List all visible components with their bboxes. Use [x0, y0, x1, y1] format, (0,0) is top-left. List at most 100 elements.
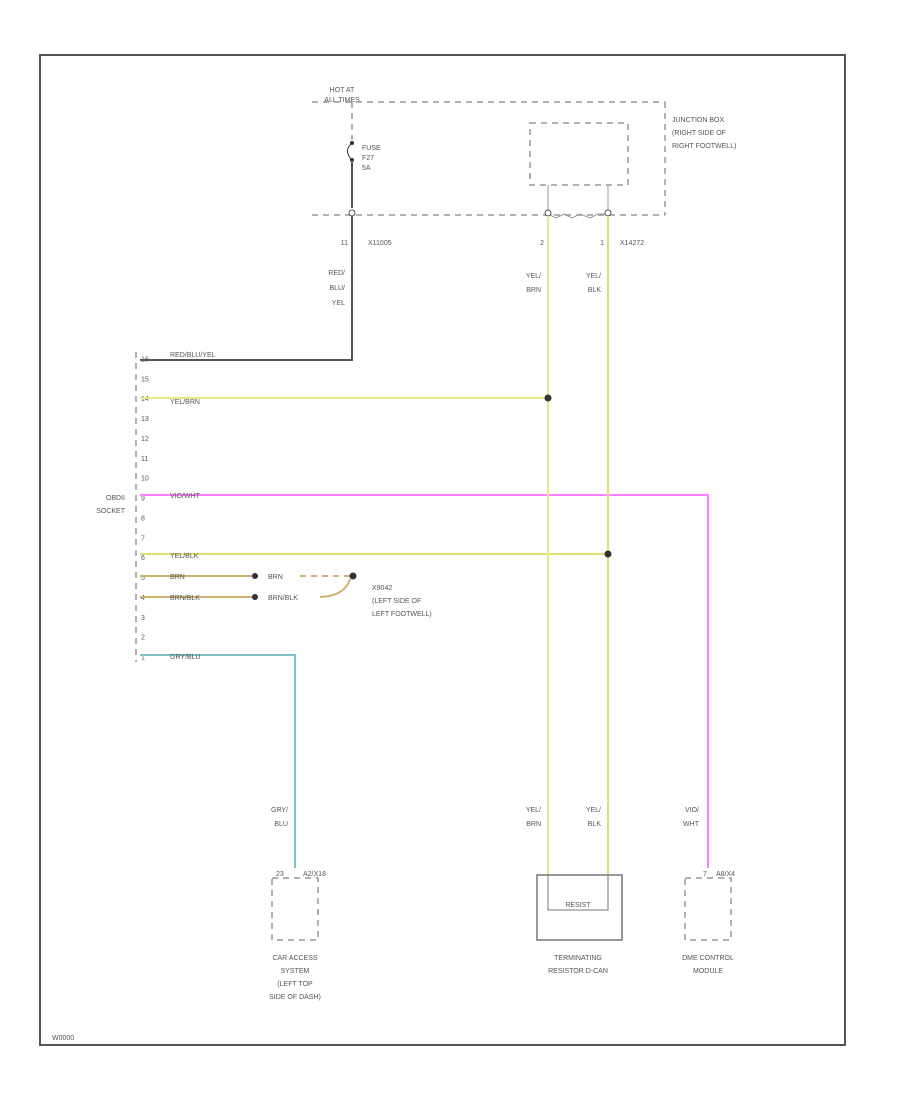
yel-brn-upper-label-1: YEL/ [526, 273, 541, 280]
junction-bridge [547, 213, 608, 219]
fuse-rating: 5A [362, 165, 371, 172]
power-feed: HOT AT ALL TIMES FUSE F27 5A [312, 87, 665, 208]
ground-brn-blk-splice [252, 594, 258, 600]
junction-box-location-1: (RIGHT SIDE OF [672, 130, 726, 137]
splice-yel-brn [544, 394, 552, 402]
ground-brn-label: BRN [268, 574, 283, 581]
yel-blk-lower-label-2: BLK [588, 821, 602, 828]
gry-blu-lower-label-2: BLU [274, 821, 288, 828]
obd-pin-8: 8 [141, 515, 145, 522]
yel-brn-lower-label-1: YEL/ [526, 807, 541, 814]
diagram-code: W0000 [52, 1035, 74, 1042]
yel-brn-lower-label-2: BRN [526, 821, 541, 828]
obd-pin-15: 15 [141, 376, 149, 383]
dme-label-1: DME CONTROL [682, 955, 734, 962]
obd-pin-10: 10 [141, 476, 149, 483]
junction-pin-b-number: 1 [600, 240, 604, 247]
vio-wht-lower-label-1: VIO/ [685, 807, 699, 814]
fuse-connector-name: X11005 [368, 240, 392, 247]
fuse-number: F27 [362, 155, 374, 162]
diagram-frame [39, 54, 846, 1046]
obd-pin-6: 6 [141, 555, 145, 562]
obd-pin-2: 2 [141, 635, 145, 642]
obd-pin-11: 11 [141, 456, 148, 463]
vio-wht-lower-label-2: WHT [683, 821, 700, 828]
obd-pin-3: 3 [141, 615, 145, 622]
obd-wire-label-1: GRY/BLU [170, 654, 201, 661]
dme-control-module: 7 A8/X4 DME CONTROL MODULE [682, 871, 735, 975]
resistor-inner-label: RESIST [565, 902, 591, 909]
yel-blk-lower-label-1: YEL/ [586, 807, 601, 814]
obd-pin-5: 5 [141, 575, 145, 582]
obd-wire-label-6: YEL/BLK [170, 553, 199, 560]
fuse-symbol [347, 142, 353, 161]
ground-brn-splice [252, 573, 258, 579]
fuse-wire-color-3: YEL [332, 300, 345, 307]
can-bus [544, 216, 612, 875]
ground-x9042: BRN BRN/BLK X9042 (LEFT SIDE OF LEFT FOO… [252, 572, 432, 618]
ground-location-1: (LEFT SIDE OF [372, 598, 421, 605]
top-connectors: 11 X11005 2 1 X14272 [341, 209, 644, 247]
all-times-label: ALL TIMES [324, 97, 360, 104]
ground-brn-blk-label: BRN/BLK [268, 595, 298, 602]
yel-brn-upper-label-2: BRN [526, 287, 541, 294]
ground-point [349, 572, 357, 580]
junction-connector-name: X14272 [620, 240, 644, 247]
ground-name: X9042 [372, 585, 392, 592]
fuse-label: FUSE [362, 145, 381, 152]
obd-pin-14: 14 [141, 396, 149, 403]
junction-box-location-2: RIGHT FOOTWELL) [672, 143, 736, 150]
gry-blu-lower-label-1: GRY/ [271, 807, 288, 814]
car-access-label-3: (LEFT TOP [277, 981, 313, 988]
obd-wire-label-4: BRN/BLK [170, 595, 200, 602]
obd-title: OBDII [106, 495, 125, 502]
car-access-label-2: SYSTEM [281, 968, 310, 975]
obd-pin-9: 9 [141, 496, 145, 503]
obd-pin-13: 13 [141, 416, 149, 423]
junction-pin-a-number: 2 [540, 240, 544, 247]
resistor-label-2: RESISTOR D-CAN [548, 968, 608, 975]
hot-at-label: HOT AT [330, 87, 355, 94]
dme-label-2: MODULE [693, 968, 723, 975]
car-access-label-1: CAR ACCESS [272, 955, 317, 962]
car-access-system: 23 A2/X18 CAR ACCESS SYSTEM (LEFT TOP SI… [269, 871, 326, 1001]
obd-pin-4: 4 [141, 595, 145, 602]
car-access-label-4: SIDE OF DASH) [269, 994, 321, 1001]
wire-vio-wht [140, 494, 709, 868]
resistor-housing [536, 874, 623, 941]
junction-pin-a [544, 209, 552, 217]
dme-connector: A8/X4 [716, 871, 735, 878]
fuse-connector-pin-number: 11 [341, 240, 348, 247]
obd-pin-1: 1 [141, 655, 145, 662]
fuse-connector-pin [348, 209, 356, 217]
fuse-wire-color-1: RED/ [328, 270, 345, 277]
obd-wire-label-14: YEL/BRN [170, 399, 200, 406]
obd-wire-label-9: VIO/WHT [170, 493, 201, 500]
wire-red-blu-yel [140, 216, 353, 361]
yel-blk-upper-label-1: YEL/ [586, 273, 601, 280]
wire-gry-blu [140, 654, 296, 868]
resistor-element [547, 875, 609, 911]
resistor-label-1: TERMINATING [554, 955, 602, 962]
ground-brn-blk-curve [319, 578, 351, 598]
junction-internal-box [529, 122, 629, 186]
junction-box: JUNCTION BOX (RIGHT SIDE OF RIGHT FOOTWE… [312, 102, 736, 219]
junction-box-title: JUNCTION BOX [672, 117, 724, 124]
dme-box [684, 877, 732, 941]
ground-location-2: LEFT FOOTWELL) [372, 611, 432, 618]
dme-pin: 7 [703, 871, 707, 878]
obd-pin-7: 7 [141, 535, 145, 542]
splice-yel-blk [604, 550, 612, 558]
obd-wire-label-5: BRN [170, 574, 185, 581]
car-access-connector: A2/X18 [303, 871, 326, 878]
junction-pin-b [604, 209, 612, 217]
fuse-wire-color-2: BLU/ [329, 285, 345, 292]
yel-blk-upper-label-2: BLK [588, 287, 602, 294]
obd-subtitle: SOCKET [96, 508, 126, 515]
wire-color-labels: RED/ BLU/ YEL YEL/ BRN YEL/ BLK YEL/ BRN… [271, 270, 700, 828]
car-access-pin: 23 [276, 871, 284, 878]
car-access-box [271, 877, 319, 941]
